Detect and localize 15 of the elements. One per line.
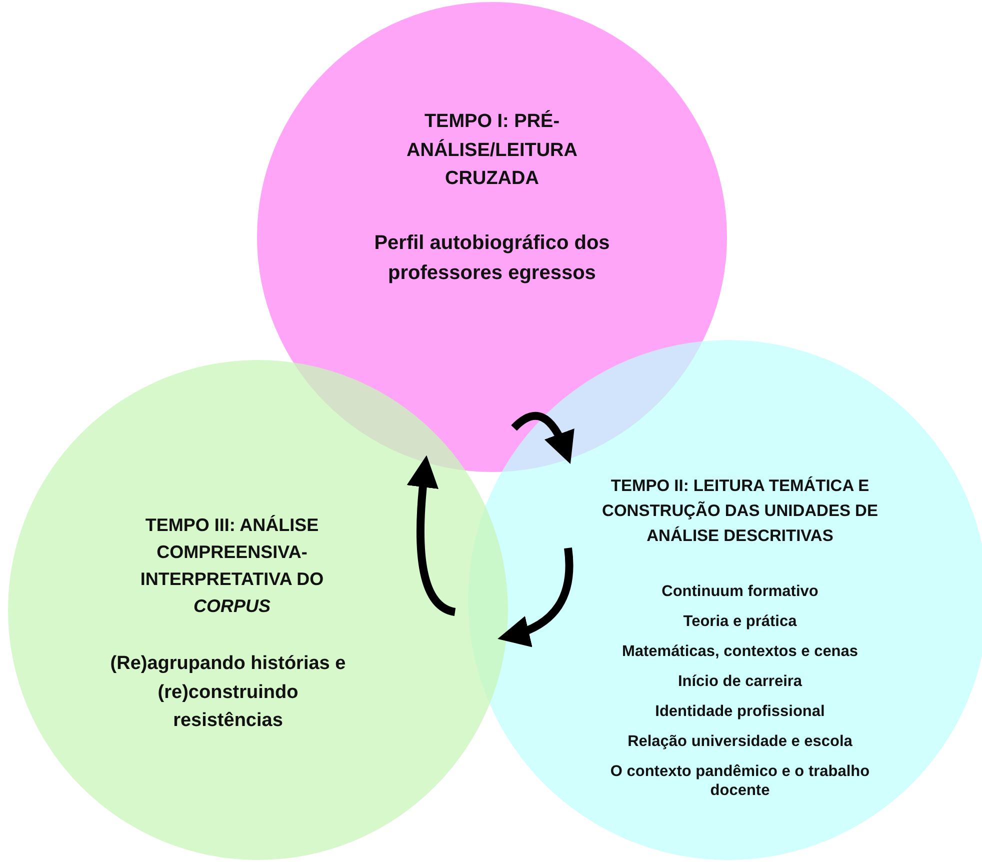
list-item: Relação universidade e escola: [626, 732, 854, 752]
circle-text: Perfil autobiográfico dos professores egressos: [373, 231, 611, 286]
list-item: Identidade profissional: [654, 702, 826, 722]
curved-arrow: [498, 548, 574, 646]
list-item: O contexto pandêmico e o trabalho docente: [609, 762, 871, 801]
list-item: Início de carreira: [676, 672, 804, 692]
circle-heading: TEMPO II: LEITURA TEMÁTICA E CONSTRUÇÃO DAS UNIDADES DE ANÁLISE DESCRITIVAS: [601, 475, 879, 546]
curved-arrow: [511, 412, 574, 464]
curved-arrow: [407, 455, 456, 616]
circle-heading: TEMPO I: PRÉ-ANÁLISE/LEITURA CRUZADA: [406, 109, 578, 191]
circle-text: (Re)agrupando histórias e (re)construindo resistências: [109, 652, 347, 733]
list-item: Teoria e prática: [682, 612, 798, 632]
list-item: Matemáticas, contextos e cenas: [620, 642, 860, 662]
circle-heading: TEMPO III: ANÁLISE COMPREENSIVA-INTERPRETATIVA DO CORPUS: [139, 514, 325, 618]
list-item: Continuum formativo: [660, 582, 820, 602]
